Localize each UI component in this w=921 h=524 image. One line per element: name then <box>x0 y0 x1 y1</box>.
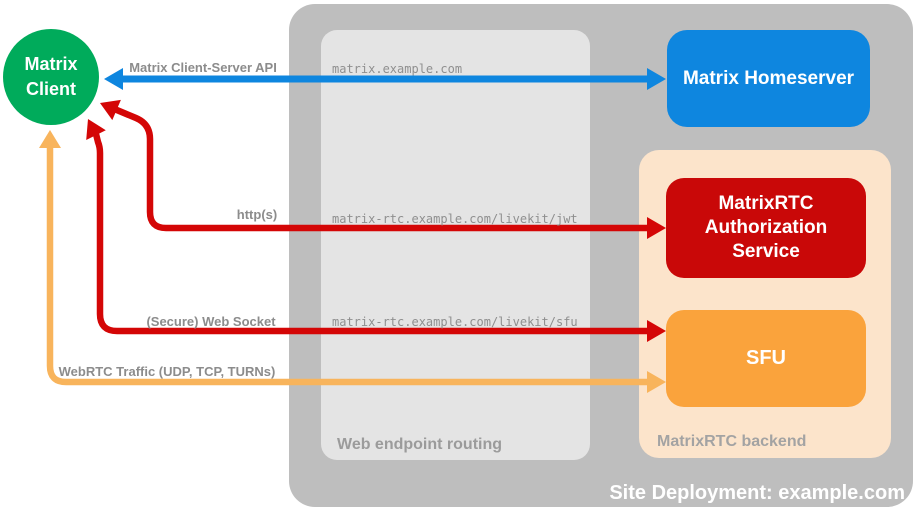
client-server-api-label: Matrix Client-Server API <box>129 60 277 75</box>
arrowhead-to-client-websocket <box>86 119 106 140</box>
arrowhead-to-client-https <box>100 99 121 121</box>
arrowhead-to-client-webrtc <box>39 130 61 148</box>
endpoint-livekit-jwt: matrix-rtc.example.com/livekit/jwt <box>332 212 578 226</box>
matrixrtc-auth-service-label: MatrixRTC Authorization Service <box>704 193 828 262</box>
https-label: http(s) <box>236 207 278 222</box>
site-deployment-label: Site Deployment: example.com <box>609 482 905 504</box>
arrowhead-to-client-blue <box>104 68 123 90</box>
web-endpoint-routing-label: Web endpoint routing <box>337 436 503 453</box>
matrix-homeserver-node: Matrix Homeserver <box>667 30 870 127</box>
endpoint-livekit-sfu: matrix-rtc.example.com/livekit/sfu <box>332 315 578 329</box>
sfu-node: SFU <box>666 310 866 407</box>
matrixrtc-backend-label: MatrixRTC backend <box>657 433 807 450</box>
web-socket-label: (Secure) Web Socket <box>146 314 276 329</box>
endpoint-matrix-host: matrix.example.com <box>332 62 463 76</box>
matrix-client-label: Matrix Client <box>24 54 78 99</box>
sfu-label: SFU <box>746 347 786 369</box>
web-endpoint-routing-container <box>321 30 590 460</box>
webrtc-traffic-label: WebRTC Traffic (UDP, TCP, TURNs) <box>58 364 276 379</box>
matrix-homeserver-label: Matrix Homeserver <box>682 67 855 89</box>
matrix-client-node: Matrix Client <box>3 29 99 125</box>
matrixrtc-auth-service-node: MatrixRTC Authorization Service <box>666 178 866 278</box>
